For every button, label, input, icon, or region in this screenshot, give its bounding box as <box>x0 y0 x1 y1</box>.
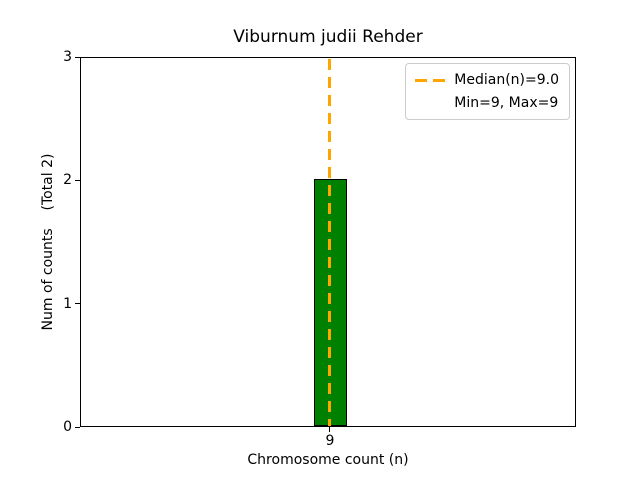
legend-label-minmax: Min=9, Max=9 <box>454 95 559 111</box>
legend-box: Median(n)=9.0 Min=9, Max=9 <box>405 63 570 120</box>
y-tick-label-3: 3 <box>63 49 72 65</box>
y-tick-label-1: 1 <box>63 296 72 312</box>
orange-dashed-line-icon <box>415 78 446 82</box>
legend-empty-handle <box>415 102 445 105</box>
plot-area: Median(n)=9.0 Min=9, Max=9 <box>80 57 576 427</box>
legend-item-minmax: Min=9, Max=9 <box>415 94 559 112</box>
legend-label-median: Median(n)=9.0 <box>454 72 559 88</box>
x-tick-label-9: 9 <box>325 433 335 449</box>
y-tick-label-2: 2 <box>63 172 72 188</box>
y-tick-mark-0 <box>75 426 80 428</box>
median-line <box>328 59 331 426</box>
y-tick-mark-1 <box>75 303 80 305</box>
x-axis-label: Chromosome count (n) <box>247 452 409 468</box>
y-tick-mark-2 <box>75 179 80 181</box>
y-tick-label-0: 0 <box>63 419 72 435</box>
legend-item-median: Median(n)=9.0 <box>415 71 559 89</box>
y-tick-mark-3 <box>75 56 80 58</box>
x-tick-mark-9 <box>329 427 330 432</box>
chart-title: Viburnum judii Rehder <box>233 27 423 47</box>
